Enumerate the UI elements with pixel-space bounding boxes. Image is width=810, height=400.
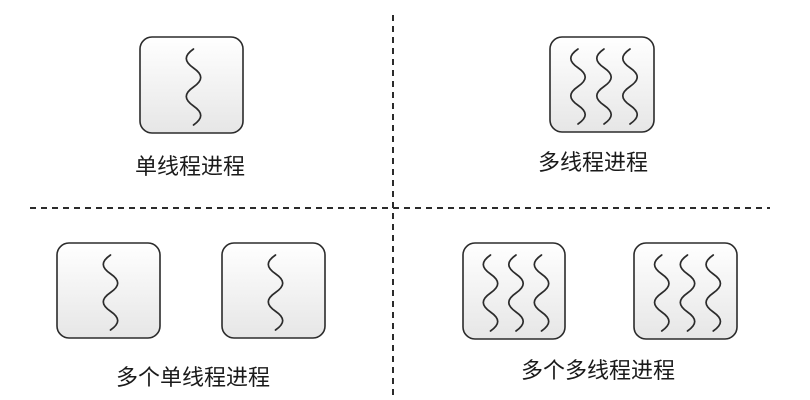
thread-wave xyxy=(533,254,550,332)
thread-wave xyxy=(267,254,284,331)
process-box xyxy=(56,242,161,339)
process-box xyxy=(221,242,326,339)
process-boxes xyxy=(56,36,738,340)
process-box xyxy=(549,36,655,133)
thread-wave xyxy=(653,254,670,332)
label-multiple-multi-thread-processes: 多个多线程进程 xyxy=(520,359,676,384)
thread-wave xyxy=(482,254,499,332)
process-box xyxy=(462,242,566,340)
thread-wave xyxy=(507,254,525,332)
label-single-thread-process: 单线程进程 xyxy=(134,155,246,180)
thread-wave xyxy=(569,48,587,125)
label-multiple-single-thread-processes: 多个单线程进程 xyxy=(115,366,271,391)
thread-wave xyxy=(102,254,119,331)
process-box xyxy=(139,36,244,134)
thread-wave xyxy=(595,48,613,125)
thread-wave xyxy=(679,254,696,332)
process-box xyxy=(633,242,738,340)
label-multi-thread-process: 多线程进程 xyxy=(537,151,649,176)
thread-wave xyxy=(705,254,722,332)
thread-wave xyxy=(185,48,202,126)
thread-wave xyxy=(621,48,639,125)
